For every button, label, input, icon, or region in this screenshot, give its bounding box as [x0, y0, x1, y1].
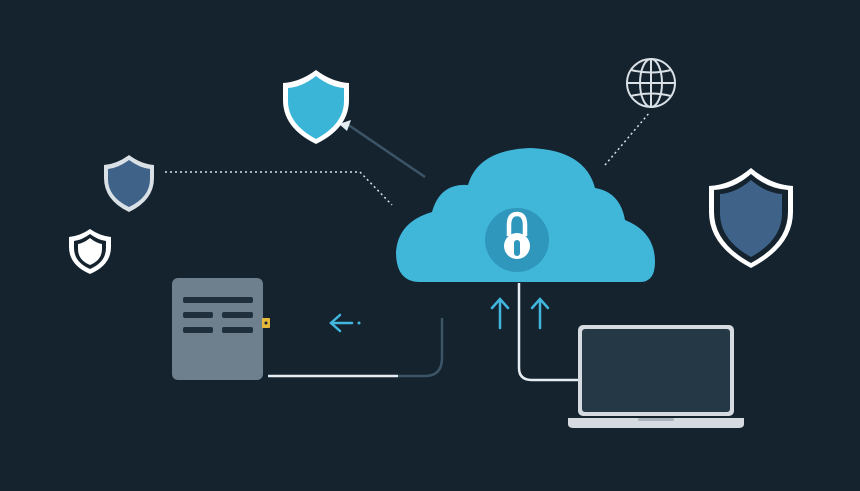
lock-keyhole	[514, 240, 520, 256]
lock-shackle	[506, 211, 528, 236]
arrow-up-icon-2	[530, 297, 550, 330]
laptop-base	[568, 418, 744, 428]
shield-arrowhead	[339, 120, 351, 131]
cloud-lock-icon	[396, 148, 655, 282]
laptop-icon	[568, 325, 744, 428]
connector-lines	[165, 111, 651, 382]
server-body	[172, 278, 263, 380]
arrow-left-icon	[329, 313, 361, 333]
shield-to-cloud-line	[346, 122, 426, 179]
globe-dotted-line	[604, 111, 651, 166]
server-icon	[172, 278, 270, 380]
laptop-screen	[582, 329, 730, 412]
shield-bright-icon	[283, 70, 349, 144]
server-to-cloud-line-dark	[398, 318, 444, 378]
globe-icon	[626, 58, 676, 108]
shield-muted-small-icon	[104, 155, 154, 212]
shield-large-outlined-icon	[709, 168, 793, 268]
arrow-up-icon-1	[490, 297, 510, 330]
cloud-to-laptop-line	[517, 283, 578, 382]
shield-white-icon	[69, 229, 111, 274]
small-shield-dotted-line	[165, 171, 393, 206]
